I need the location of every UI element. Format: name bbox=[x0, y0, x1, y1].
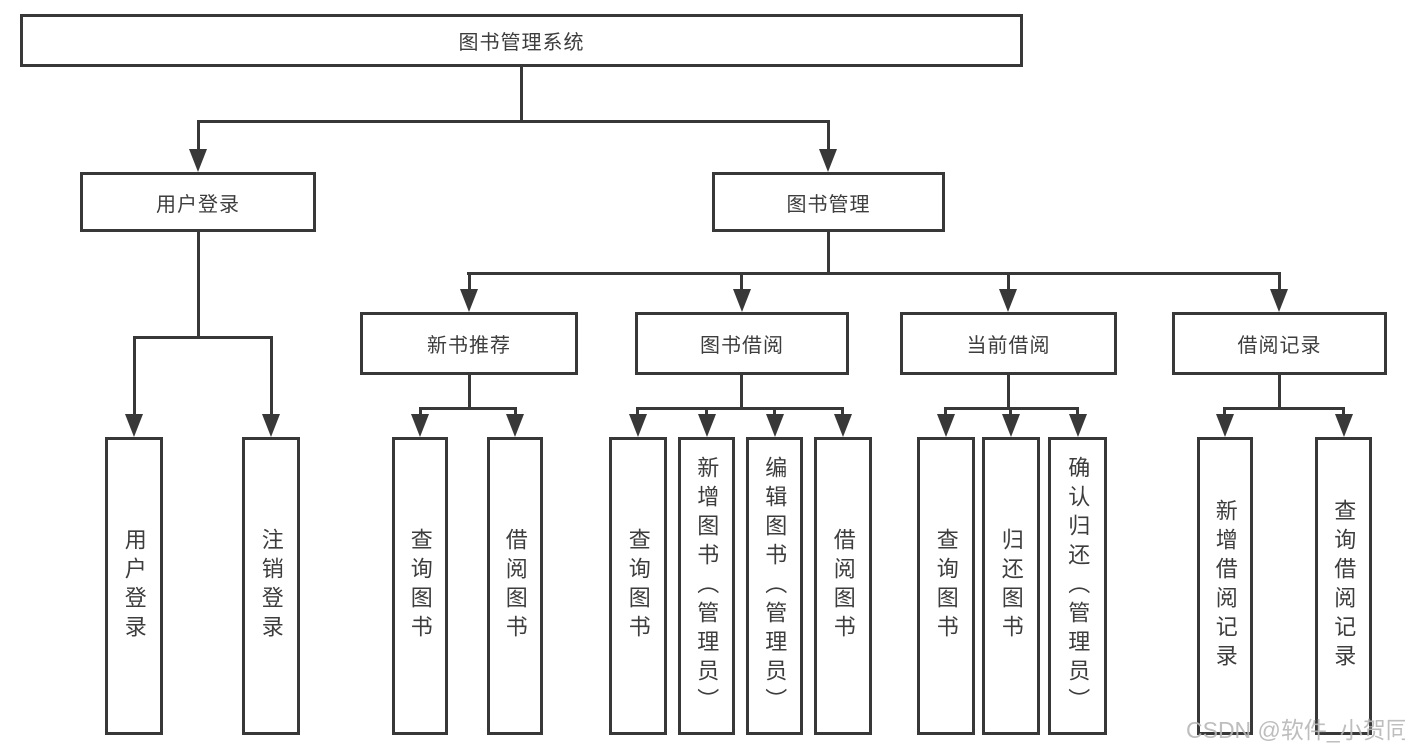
leaf-add-borrow-record: 新增借阅记录 bbox=[1197, 437, 1253, 735]
connector-rail bbox=[1223, 407, 1344, 410]
leaf-query-borrow-record: 查询借阅记录 bbox=[1315, 437, 1372, 735]
leaf-user-login: 用户登录 bbox=[105, 437, 163, 735]
connector-drop-borrow-records bbox=[1278, 272, 1281, 292]
leaf-label: 编辑图书（管理员） bbox=[762, 455, 788, 717]
leaf-label: 查询图书 bbox=[407, 528, 433, 644]
connector-stem bbox=[468, 375, 471, 410]
connector-drop-leaf bbox=[1076, 407, 1079, 418]
leaf-recommend-borrow-books: 借阅图书 bbox=[487, 437, 543, 735]
leaf-borrow-books: 借阅图书 bbox=[814, 437, 872, 735]
connector-stem bbox=[1278, 375, 1281, 410]
connector-drop-leaf bbox=[636, 407, 639, 418]
connector-drop-leaf bbox=[270, 336, 273, 418]
connector-drop-book-borrow bbox=[740, 272, 743, 292]
leaf-label: 查询图书 bbox=[625, 528, 651, 644]
arrow-down-icon bbox=[1002, 414, 1020, 437]
leaf-label: 注销登录 bbox=[258, 528, 284, 644]
arrow-down-icon bbox=[733, 289, 751, 312]
leaf-label: 借阅图书 bbox=[502, 528, 528, 644]
leaf-edit-books-admin: 编辑图书（管理员） bbox=[746, 437, 803, 735]
connector-drop-leaf bbox=[944, 407, 947, 418]
connector-drop-leaf bbox=[841, 407, 844, 418]
arrow-down-icon bbox=[834, 414, 852, 437]
leaf-confirm-return-admin: 确认归还（管理员） bbox=[1048, 437, 1107, 735]
node-book-borrow: 图书借阅 bbox=[635, 312, 849, 375]
leaf-return-books: 归还图书 bbox=[982, 437, 1040, 735]
leaf-label: 查询借阅记录 bbox=[1331, 499, 1357, 673]
leaf-current-query-books: 查询图书 bbox=[917, 437, 975, 735]
arrow-down-icon bbox=[766, 414, 784, 437]
node-borrow-records: 借阅记录 bbox=[1172, 312, 1387, 375]
connector-book-mgmt-stem bbox=[827, 232, 830, 275]
arrow-down-icon bbox=[1270, 289, 1288, 312]
leaf-label: 归还图书 bbox=[998, 528, 1024, 644]
leaf-borrow-query-books: 查询图书 bbox=[609, 437, 667, 735]
connector-drop-leaf bbox=[1009, 407, 1012, 418]
connector-drop-book-mgmt bbox=[827, 120, 830, 152]
arrow-down-icon bbox=[1216, 414, 1234, 437]
node-library-system: 图书管理系统 bbox=[20, 14, 1023, 67]
connector-drop-leaf bbox=[773, 407, 776, 418]
connector-drop-new-book bbox=[468, 272, 471, 292]
connector-stem bbox=[740, 375, 743, 410]
node-current-borrow: 当前借阅 bbox=[900, 312, 1117, 375]
connector-drop-leaf bbox=[133, 336, 136, 418]
leaf-label: 用户登录 bbox=[121, 528, 147, 644]
csdn-watermark: CSDN @软件_小贺同学 bbox=[1186, 717, 1405, 743]
connector-user-login-stem bbox=[197, 232, 200, 339]
arrow-down-icon bbox=[698, 414, 716, 437]
arrow-down-icon bbox=[262, 414, 280, 437]
arrow-down-icon bbox=[937, 414, 955, 437]
arrow-down-icon bbox=[411, 414, 429, 437]
leaf-logout: 注销登录 bbox=[242, 437, 300, 735]
node-user-login: 用户登录 bbox=[80, 172, 316, 232]
connector-drop-leaf bbox=[1223, 407, 1226, 418]
leaf-recommend-query-books: 查询图书 bbox=[392, 437, 448, 735]
leaf-add-books-admin: 新增图书（管理员） bbox=[678, 437, 735, 735]
connector-stem bbox=[1007, 375, 1010, 410]
node-book-management: 图书管理 bbox=[712, 172, 945, 232]
connector-book-mgmt-rail bbox=[467, 272, 1281, 275]
leaf-label: 查询图书 bbox=[933, 528, 959, 644]
connector-drop-leaf bbox=[419, 407, 422, 418]
leaf-label: 新增图书（管理员） bbox=[694, 455, 720, 717]
arrow-down-icon bbox=[819, 149, 837, 172]
arrow-down-icon bbox=[1069, 414, 1087, 437]
connector-drop-user-login bbox=[197, 120, 200, 152]
leaf-label: 确认归还（管理员） bbox=[1065, 455, 1091, 717]
connector-root-stem bbox=[520, 67, 523, 123]
arrow-down-icon bbox=[189, 149, 207, 172]
arrow-down-icon bbox=[506, 414, 524, 437]
connector-rail bbox=[419, 407, 517, 410]
connector-drop-leaf bbox=[1342, 407, 1345, 418]
leaf-label: 借阅图书 bbox=[830, 528, 856, 644]
leaf-label: 新增借阅记录 bbox=[1212, 499, 1238, 673]
arrow-down-icon bbox=[629, 414, 647, 437]
arrow-down-icon bbox=[1335, 414, 1353, 437]
arrow-down-icon bbox=[460, 289, 478, 312]
arrow-down-icon bbox=[125, 414, 143, 437]
connector-rail bbox=[636, 407, 844, 410]
connector-drop-leaf bbox=[705, 407, 708, 418]
connector-drop-current-borrow bbox=[1007, 272, 1010, 292]
node-new-book-recommend: 新书推荐 bbox=[360, 312, 578, 375]
arrow-down-icon bbox=[999, 289, 1017, 312]
connector-drop-leaf bbox=[514, 407, 517, 418]
connector-root-rail bbox=[197, 120, 830, 123]
connector-user-login-rail bbox=[133, 336, 273, 339]
